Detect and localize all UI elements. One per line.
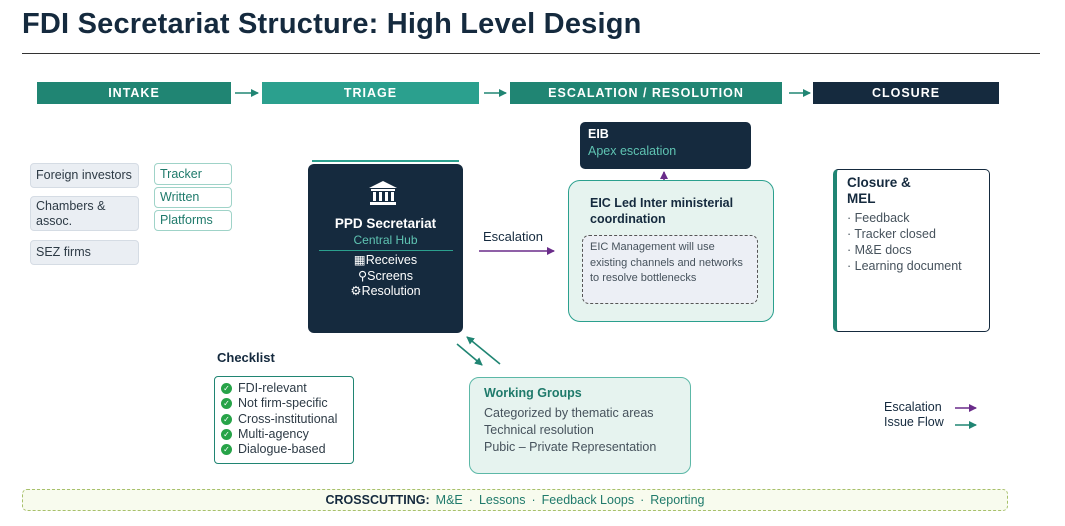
check-circle-icon: ✓	[221, 429, 232, 441]
issue-flow-arrow-wg-hub	[466, 336, 501, 365]
clipboard-icon: ▦	[353, 253, 366, 267]
search-icon: ⚲	[357, 268, 368, 283]
working-groups-box: Working Groups Categorized by thematic a…	[469, 377, 691, 474]
hub-subtitle: Central Hub	[353, 233, 418, 247]
crosscutting-item: M&E	[435, 493, 463, 507]
intake-source-sez-firms: SEZ firms	[30, 240, 139, 265]
phase-closure: CLOSURE	[813, 82, 999, 104]
closure-mel-box: Closure & MEL · Feedback · Tracker close…	[833, 169, 990, 332]
hub-accent-line	[312, 160, 459, 162]
eib-subtitle: Apex escalation	[588, 144, 677, 158]
intake-source-chambers: Chambers & assoc.	[30, 196, 139, 231]
closure-title: Closure & MEL	[847, 175, 911, 206]
page-title: FDI Secretariat Structure: High Level De…	[22, 8, 642, 40]
eic-note: EIC Management will use existing channel…	[582, 235, 758, 304]
checklist-item: ✓Cross-institutional	[221, 412, 347, 427]
ppd-secretariat-hub: PPD Secretariat Central Hub ▦Receives ⚲S…	[308, 164, 463, 333]
check-circle-icon: ✓	[221, 398, 232, 410]
checklist-item: ✓Multi-agency	[221, 427, 347, 442]
issue-flow-arrow-hub-wg	[456, 343, 483, 366]
hub-item-receives: ▦Receives	[353, 253, 418, 267]
crosscutting-bar: CROSSCUTTING: M&E · Lessons · Feedback L…	[22, 489, 1008, 511]
working-groups-item: Pubic – Private Representation	[484, 440, 657, 454]
hub-divider	[318, 250, 453, 251]
check-circle-icon: ✓	[221, 413, 232, 425]
escalation-label: Escalation	[483, 229, 543, 244]
working-groups-title: Working Groups	[484, 386, 582, 400]
crosscutting-item: Reporting	[650, 493, 705, 507]
working-groups-item: Categorized by thematic areas	[484, 406, 654, 420]
cogs-icon: ⚙	[350, 284, 362, 298]
crosscutting-separator: ·	[468, 493, 473, 507]
title-divider	[22, 53, 1040, 54]
hub-title: PPD Secretariat	[334, 216, 437, 231]
crosscutting-item: Feedback Loops	[541, 493, 635, 507]
intake-channel-tracker: Tracker	[154, 163, 232, 185]
legend-escalation-label: Escalation	[884, 400, 942, 414]
working-groups-item: Technical resolution	[484, 423, 594, 437]
crosscutting-label: CROSSCUTTING:	[325, 493, 430, 507]
closure-item-tracker-closed: · Tracker closed	[847, 227, 936, 241]
checklist-item: ✓Not firm-specific	[221, 396, 347, 411]
eib-title: EIB	[588, 127, 609, 141]
checklist-item: ✓FDI-relevant	[221, 381, 347, 396]
building-columns-icon	[369, 181, 397, 205]
phase-intake: INTAKE	[37, 82, 231, 104]
intake-channel-written: Written	[154, 187, 232, 208]
phase-triage: TRIAGE	[262, 82, 479, 104]
checklist-box: ✓FDI-relevant ✓Not firm-specific ✓Cross-…	[214, 376, 354, 464]
checklist-item: ✓Dialogue-based	[221, 442, 347, 457]
phase-escalation-resolution: ESCALATION / RESOLUTION	[510, 82, 782, 104]
legend-issue-flow-label: Issue Flow	[884, 415, 944, 429]
crosscutting-separator: ·	[531, 493, 536, 507]
intake-source-foreign-investors: Foreign investors	[30, 163, 139, 188]
checklist-title: Checklist	[217, 350, 275, 365]
hub-item-screens: ⚲Screens	[357, 268, 413, 283]
intake-channel-platforms: Platforms	[154, 210, 232, 231]
check-circle-icon: ✓	[221, 383, 232, 395]
closure-item-feedback: · Feedback	[847, 211, 910, 225]
crosscutting-item: Lessons	[478, 493, 526, 507]
closure-item-learning-document: · Learning document	[847, 259, 962, 273]
hub-item-resolution: ⚙Resolution	[350, 284, 421, 298]
crosscutting-separator: ·	[640, 493, 645, 507]
check-circle-icon: ✓	[221, 444, 232, 456]
eib-box: EIB Apex escalation	[580, 122, 751, 169]
eic-title: EIC Led Inter ministerial coordination	[590, 196, 734, 226]
closure-item-me-docs: · M&E docs	[847, 243, 912, 257]
